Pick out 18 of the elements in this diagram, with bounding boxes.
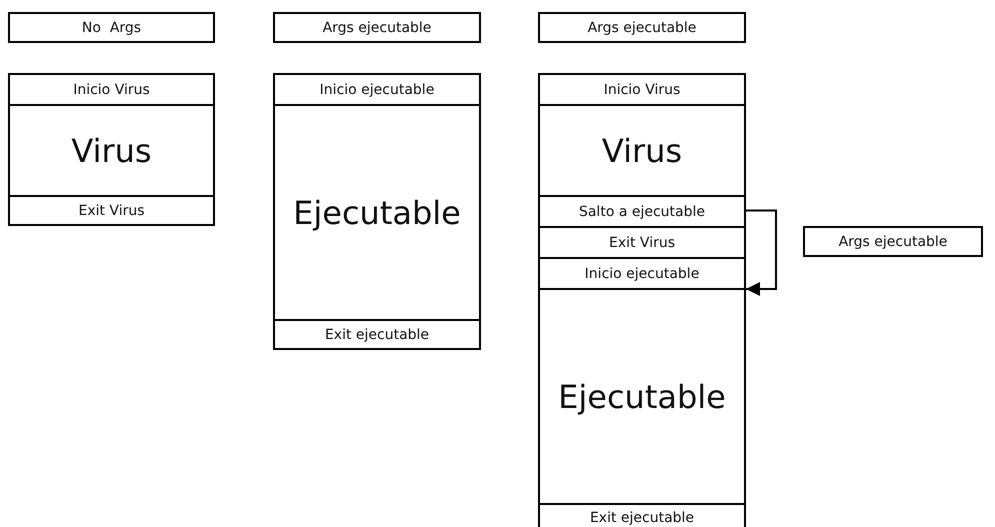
memory-section-block: Ejecutable <box>273 104 481 321</box>
memory-label-block: Inicio Virus <box>8 73 215 106</box>
memory-section-block: Virus <box>8 104 215 197</box>
memory-label-block: Inicio ejecutable <box>538 257 746 290</box>
memory-section-block: Ejecutable <box>538 288 746 505</box>
memory-label-block: Exit ejecutable <box>273 319 481 350</box>
memory-section-block: Virus <box>538 104 746 197</box>
memory-label-block: Exit Virus <box>538 226 746 259</box>
memory-label-block: Salto a ejecutable <box>538 195 746 228</box>
memory-label-block: Exit ejecutable <box>538 503 746 527</box>
memory-label-block: Exit Virus <box>8 195 215 226</box>
memory-label-block: Inicio Virus <box>538 73 746 106</box>
memory-label-block: Args ejecutable <box>273 12 481 43</box>
memory-label-block: Args ejecutable <box>803 226 983 257</box>
arrow <box>746 210 777 296</box>
memory-label-block: Args ejecutable <box>538 12 746 43</box>
memory-label-block: Inicio ejecutable <box>273 73 481 106</box>
memory-label-block: No Args <box>8 12 215 43</box>
